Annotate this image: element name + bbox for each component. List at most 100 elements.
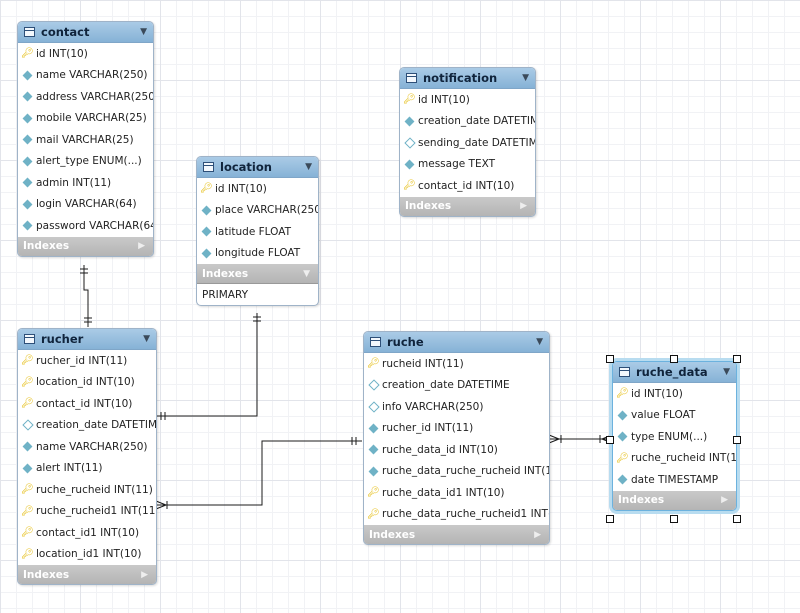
column-row[interactable]: 🔑︎id INT(10) xyxy=(400,89,535,111)
selection-handle-ml[interactable] xyxy=(606,436,614,444)
chevron-right-icon[interactable]: ▶ xyxy=(520,201,527,211)
column-row[interactable]: address VARCHAR(250) xyxy=(18,86,153,108)
column-row[interactable]: 🔑︎ruche_rucheid1 INT(11) xyxy=(18,501,156,523)
column-label: rucheid INT(11) xyxy=(382,357,464,370)
selection-handle-tl[interactable] xyxy=(606,355,614,363)
table-header[interactable]: ruche_data▼ xyxy=(613,362,736,383)
column-label: login VARCHAR(64) xyxy=(36,198,137,211)
column-row[interactable]: mail VARCHAR(25) xyxy=(18,129,153,151)
column-label: creation_date DATETIME xyxy=(382,379,510,392)
column-row[interactable]: date TIMESTAMP xyxy=(613,469,736,491)
column-row[interactable]: mobile VARCHAR(25) xyxy=(18,108,153,130)
selection-handle-br[interactable] xyxy=(733,515,741,523)
column-row[interactable]: longitude FLOAT xyxy=(197,243,318,265)
collapse-toggle-icon[interactable]: ▼ xyxy=(143,334,150,344)
column-row[interactable]: 🔑︎ruche_data_ruche_rucheid1 INT(11) xyxy=(364,504,549,526)
diamond-filled-icon xyxy=(22,463,33,474)
diamond-filled-icon xyxy=(201,205,212,216)
diamond-filled-icon xyxy=(404,116,415,127)
indexes-label: Indexes xyxy=(23,568,70,581)
table-title: notification xyxy=(423,71,498,85)
column-row[interactable]: 🔑︎ruche_rucheid INT(11) xyxy=(613,448,736,470)
column-row[interactable]: 🔑︎contact_id INT(10) xyxy=(400,175,535,197)
table-location[interactable]: location▼🔑︎id INT(10)place VARCHAR(250)l… xyxy=(196,156,319,306)
column-row[interactable]: value FLOAT xyxy=(613,405,736,427)
column-row[interactable]: 🔑︎location_id INT(10) xyxy=(18,372,156,394)
chevron-right-icon[interactable]: ▶ xyxy=(721,495,728,505)
column-row[interactable]: 🔑︎ruche_data_id1 INT(10) xyxy=(364,482,549,504)
table-title: ruche xyxy=(387,335,424,349)
column-label: ruche_rucheid INT(11) xyxy=(631,452,737,465)
key-icon: 🔑︎ xyxy=(21,376,34,388)
indexes-bar[interactable]: Indexes▼ xyxy=(197,264,318,283)
table-ruche[interactable]: ruche ▼ 🔑︎rucheid INT(11) creation_date DAT… xyxy=(363,331,550,545)
column-label: mail VARCHAR(25) xyxy=(36,133,134,146)
selection-handle-bm[interactable] xyxy=(670,515,678,523)
column-row[interactable]: 🔑︎contact_id1 INT(10) xyxy=(18,522,156,544)
table-header[interactable]: notification ▼ xyxy=(400,68,535,89)
diamond-filled-icon xyxy=(22,91,33,102)
column-row[interactable]: admin INT(11) xyxy=(18,172,153,194)
index-item[interactable]: PRIMARY xyxy=(202,288,249,301)
column-row[interactable]: creation_date DATETIME xyxy=(364,375,549,397)
column-row[interactable]: 🔑︎id INT(10) xyxy=(18,43,153,65)
selection-handle-bl[interactable] xyxy=(606,515,614,523)
column-row[interactable]: login VARCHAR(64) xyxy=(18,194,153,216)
diamond-filled-icon xyxy=(617,410,628,421)
column-row[interactable]: info VARCHAR(250) xyxy=(364,396,549,418)
column-row[interactable]: 🔑︎rucheid INT(11) xyxy=(364,353,549,375)
column-row[interactable]: rucher_id INT(11) xyxy=(364,418,549,440)
diamond-filled-icon xyxy=(368,466,379,477)
indexes-bar[interactable]: Indexes▶ xyxy=(400,196,535,216)
table-header[interactable]: ruche ▼ xyxy=(364,332,549,353)
column-row[interactable]: 🔑︎contact_id INT(10) xyxy=(18,393,156,415)
column-row[interactable]: sending_date DATETIME xyxy=(400,132,535,154)
crowfoot-rucher-a xyxy=(155,500,167,506)
column-row[interactable]: 🔑︎rucher_id INT(11) xyxy=(18,350,156,372)
collapse-toggle-icon[interactable]: ▼ xyxy=(140,27,147,37)
key-icon: 🔑︎ xyxy=(21,398,34,410)
column-label: longitude FLOAT xyxy=(215,247,301,260)
column-label: creation_date DATETIME xyxy=(36,419,157,432)
column-row[interactable]: creation_date DATETIME xyxy=(18,415,156,437)
column-row[interactable]: ruche_data_id INT(10) xyxy=(364,439,549,461)
chevron-right-icon[interactable]: ▶ xyxy=(534,529,541,540)
selection-handle-tr[interactable] xyxy=(733,355,741,363)
column-row[interactable]: 🔑︎id INT(10) xyxy=(197,178,318,200)
column-row[interactable]: name VARCHAR(250) xyxy=(18,436,156,458)
collapse-toggle-icon[interactable]: ▼ xyxy=(723,367,730,377)
column-row[interactable]: ruche_data_ruche_rucheid INT(11) xyxy=(364,461,549,483)
collapse-toggle-icon[interactable]: ▼ xyxy=(536,337,543,347)
indexes-bar[interactable]: Indexes▶ xyxy=(364,525,549,544)
column-row[interactable]: place VARCHAR(250) xyxy=(197,200,318,222)
indexes-bar[interactable]: Indexes▶ xyxy=(18,236,153,256)
column-row[interactable]: creation_date DATETIME xyxy=(400,111,535,133)
column-row[interactable]: 🔑︎location_id1 INT(10) xyxy=(18,544,156,566)
column-row[interactable]: latitude FLOAT xyxy=(197,221,318,243)
column-row[interactable]: alert INT(11) xyxy=(18,458,156,480)
indexes-bar[interactable]: Indexes▶ xyxy=(613,490,736,510)
column-row[interactable]: alert_type ENUM(...) xyxy=(18,151,153,173)
chevron-down-icon[interactable]: ▼ xyxy=(303,268,310,279)
selection-handle-tm[interactable] xyxy=(670,355,678,363)
chevron-right-icon[interactable]: ▶ xyxy=(141,569,148,580)
column-row[interactable]: type ENUM(...) xyxy=(613,426,736,448)
table-contact[interactable]: contact▼🔑︎id INT(10)name VARCHAR(250)add… xyxy=(17,21,154,257)
selection-handle-mr[interactable] xyxy=(733,436,741,444)
diamond-empty-icon xyxy=(367,379,380,391)
table-header[interactable]: rucher▼ xyxy=(18,329,156,350)
collapse-toggle-icon[interactable]: ▼ xyxy=(305,162,312,172)
table-header[interactable]: location▼ xyxy=(197,157,318,178)
column-row[interactable]: password VARCHAR(64) xyxy=(18,215,153,237)
table-rucher[interactable]: rucher▼🔑︎rucher_id INT(11)🔑︎location_id … xyxy=(17,328,157,585)
column-row[interactable]: message TEXT xyxy=(400,154,535,176)
column-row[interactable]: name VARCHAR(250) xyxy=(18,65,153,87)
indexes-bar[interactable]: Indexes ▶ xyxy=(18,565,156,584)
column-row[interactable]: 🔑︎id INT(10) xyxy=(613,383,736,405)
column-row[interactable]: 🔑︎ruche_rucheid INT(11) xyxy=(18,479,156,501)
chevron-right-icon[interactable]: ▶ xyxy=(138,241,145,251)
table-header[interactable]: contact▼ xyxy=(18,22,153,43)
collapse-toggle-icon[interactable]: ▼ xyxy=(522,73,529,83)
table-notification[interactable]: notification ▼ 🔑︎id INT(10)creation_date D… xyxy=(399,67,536,217)
